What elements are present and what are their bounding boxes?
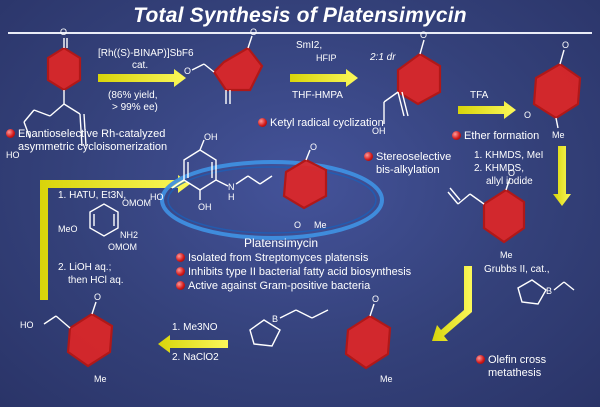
arrow-step4 [553,146,571,206]
arrow-step2 [290,69,358,87]
arrow-step1 [98,69,186,87]
svg-text:OH: OH [198,202,212,212]
step2-reagent2: HFIP [316,53,337,63]
bullet-icon [258,118,267,127]
bullet-icon [364,152,373,161]
step7-line2: 2. LiOH aq.; [58,262,112,273]
svg-text:OMOM: OMOM [108,242,137,252]
molecule-aniline: OMOM NH2 OMOM MeO [58,198,151,252]
molecule-acid: O HO Me [20,292,114,384]
fact-1: Isolated from Streptomyces platensis [176,252,368,264]
step4-line3: allyl iodide [486,176,533,187]
annotation-rh-cycloisomerization: Enantioselective Rh-catalyzed [6,128,165,140]
annotation-ether-formation: Ether formation [452,130,539,142]
annotation-bis-alkylation: Stereoselective [364,151,451,163]
step2-dr: 2:1 dr [370,52,396,63]
svg-text:O: O [184,66,191,76]
fact-2: Inhibits type II bacterial fatty acid bi… [176,266,411,278]
annotation-rh-cycloisomerization-2: asymmetric cycloisomerization [18,141,168,153]
svg-text:H: H [228,192,235,202]
svg-text:HO: HO [20,320,34,330]
step2-solvent: THF-HMPA [292,90,343,101]
molecule-diol: O OH [372,30,442,136]
bullet-icon [476,355,485,364]
fact-3: Active against Gram-positive bacteria [176,280,370,292]
svg-text:HO: HO [150,192,164,202]
bullet-icon [176,281,185,290]
step3-reagent: TFA [470,90,489,101]
svg-text:OMOM: OMOM [122,198,151,208]
svg-text:O: O [508,168,515,178]
annotation-olefin-metathesis: Olefin cross [476,354,546,366]
annotation-ketyl-cyclization: Ketyl radical cyclization [258,117,384,129]
molecule-starting-material: O HO [6,27,87,160]
svg-text:Me: Me [380,374,393,384]
annotation-bis-alkylation-2: bis-alkylation [376,164,440,176]
bullet-icon [176,253,185,262]
arrow-step3 [458,101,516,119]
svg-text:Me: Me [552,130,565,140]
svg-text:Me: Me [94,374,107,384]
reagent-vinyl-boronate: B [517,279,575,305]
step5-line1: Grubbs II, cat., [484,264,550,275]
svg-text:OH: OH [204,132,218,142]
step6-line2: 2. NaClO2 [172,352,219,363]
step1-cat: cat. [132,60,149,71]
step2-reagent1: SmI2, [296,40,323,51]
svg-text:O: O [60,27,67,37]
svg-text:OH: OH [372,126,386,136]
molecule-boronate-product: B O Me [249,294,393,384]
step1-ee: > 99% ee) [112,102,158,113]
svg-text:B: B [272,314,278,324]
svg-text:O: O [94,292,101,302]
svg-text:NH2: NH2 [120,230,138,240]
svg-text:HO: HO [6,150,20,160]
svg-text:O: O [250,27,257,37]
slide-title: Total Synthesis of Platensimycin [133,4,467,27]
svg-text:O: O [372,294,379,304]
step4-line2: 2. KHMDS, [474,163,525,174]
svg-text:Me: Me [500,250,513,260]
svg-text:O: O [562,40,569,50]
molecule-allyl-ketone: O Me [447,168,526,260]
svg-text:O: O [294,220,301,230]
step1-reagent: [Rh((S)-BINAP)]SbF6 [98,48,194,59]
title-underline [8,32,592,34]
step7-line1: 1. HATU, Et3N, [58,190,127,201]
svg-text:Me: Me [314,220,327,230]
step7-line3: then HCl aq. [68,275,124,286]
molecule-platensimycin: OH HO OH N H O O Me [150,132,328,230]
svg-text:O: O [420,30,427,40]
arrow-step6 [158,335,228,353]
molecule-ether: O O Me [524,40,582,140]
platensimycin-halo [160,160,384,240]
arrow-step5 [432,266,472,341]
annotation-olefin-metathesis-2: metathesis [488,367,542,379]
step6-line1: 1. Me3NO [172,322,218,333]
step1-yield: (86% yield, [108,90,158,101]
svg-text:O: O [310,142,317,152]
svg-text:MeO: MeO [58,224,78,234]
compound-name: Platensimycin [244,236,319,250]
svg-text:O: O [524,110,531,120]
bullet-icon [6,129,15,138]
bullet-icon [176,267,185,276]
bullet-icon [452,131,461,140]
svg-text:B: B [546,286,552,296]
svg-text:N: N [228,182,235,192]
molecule-aldehyde: O O [184,27,264,104]
step4-line1: 1. KHMDS, MeI [474,150,544,161]
